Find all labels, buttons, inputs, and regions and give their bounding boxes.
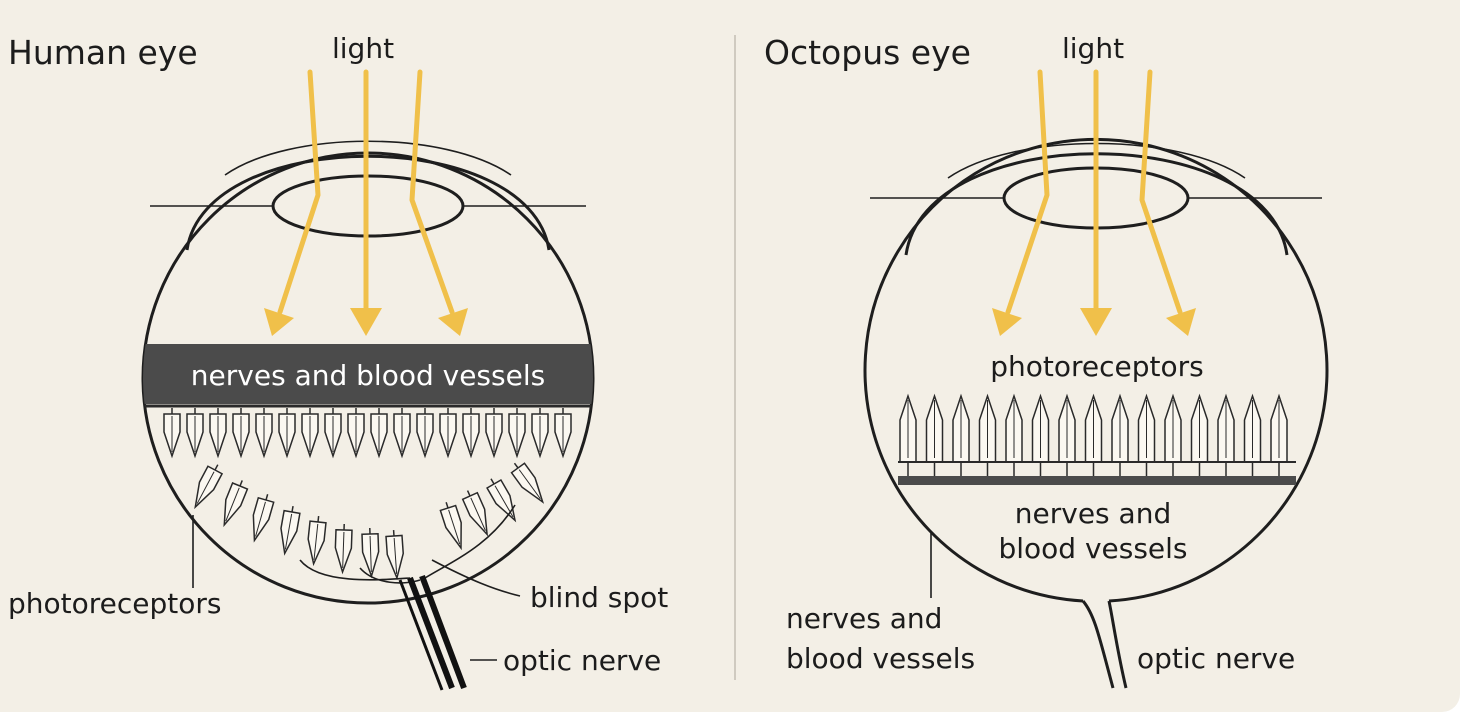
octopus-photoreceptor-cell xyxy=(1164,393,1182,476)
human-photoreceptor-cell xyxy=(510,462,545,504)
human-fiber-mid xyxy=(359,567,421,584)
human-fiber-right xyxy=(424,504,516,579)
human-photoreceptor-cell xyxy=(209,408,227,459)
human-fiber-left xyxy=(299,559,411,581)
human-ray-left xyxy=(277,69,321,315)
octopus-arrowhead-center xyxy=(1080,308,1112,336)
octopus-photoreceptor-row xyxy=(899,393,1288,476)
human-blind-spot-label: blind spot xyxy=(530,581,668,614)
human-photoreceptor-cell xyxy=(393,408,411,459)
octopus-optic-nerve-right xyxy=(1107,600,1128,689)
human-photoreceptor-cell xyxy=(486,478,517,523)
octopus-light-rays xyxy=(992,69,1196,336)
human-photoreceptor-cell xyxy=(280,505,301,556)
octopus-photoreceptor-cell xyxy=(1058,393,1076,476)
human-photoreceptor-cell xyxy=(232,408,250,459)
human-optic-nerve-a xyxy=(407,576,455,690)
human-optic-nerve-c xyxy=(398,579,444,691)
octopus-photoreceptor-cell xyxy=(1217,393,1235,476)
human-photoreceptor-cell xyxy=(385,529,404,581)
octopus-photoreceptor-cell xyxy=(1137,393,1156,476)
human-arrowhead-right xyxy=(438,308,468,336)
octopus-photoreceptors-label: photoreceptors xyxy=(990,350,1204,383)
octopus-photoreceptor-cell xyxy=(1270,393,1288,476)
human-photoreceptor-cell xyxy=(439,408,457,459)
human-photoreceptor-cell xyxy=(370,408,388,459)
octopus-photoreceptor-cell xyxy=(952,393,970,476)
human-eye-title: Human eye xyxy=(8,33,198,72)
octopus-photoreceptor-cell xyxy=(978,393,997,476)
human-nerves-band xyxy=(143,344,593,404)
octopus-optic-nerve-left xyxy=(1081,600,1115,689)
human-photoreceptor-cell xyxy=(301,408,319,459)
human-photoreceptor-cell xyxy=(252,494,275,543)
human-optic-nerve-b xyxy=(419,574,467,690)
octopus-inner-nerves-label-line2: blood vessels xyxy=(998,532,1187,565)
human-eye-panel: Human eye light nerves and blood vessels xyxy=(8,32,668,691)
octopus-light-label: light xyxy=(1062,32,1124,65)
human-arrowhead-center xyxy=(350,308,382,336)
octopus-photoreceptor-cell xyxy=(899,393,917,476)
octopus-photoreceptor-cell xyxy=(1111,393,1129,476)
human-photoreceptor-cell xyxy=(194,464,224,510)
octopus-arrowhead-right xyxy=(1166,308,1196,336)
octopus-eye-panel: Octopus eye light photoreceptors nerves … xyxy=(764,32,1329,689)
human-photoreceptor-cell xyxy=(485,408,503,459)
octopus-photoreceptor-cell xyxy=(1005,393,1023,476)
octopus-nerve-layer xyxy=(898,476,1296,485)
human-photoreceptors-label: photoreceptors xyxy=(8,587,222,620)
human-arrowhead-left xyxy=(264,308,294,336)
octopus-ray-left xyxy=(1005,69,1050,315)
human-nerves-band-label: nerves and blood vessels xyxy=(191,359,545,392)
human-optic-nerve-label: optic nerve xyxy=(503,644,661,677)
octopus-ray-right xyxy=(1139,69,1183,315)
human-photoreceptor-cell xyxy=(223,480,249,528)
octopus-arrowhead-left xyxy=(992,308,1022,336)
human-light-label: light xyxy=(332,32,394,65)
human-photoreceptor-row xyxy=(163,408,572,459)
octopus-optic-nerve-label: optic nerve xyxy=(1137,642,1295,675)
human-photoreceptor-cell xyxy=(278,408,296,459)
human-light-rays xyxy=(264,69,468,336)
octopus-outer-nerves-label-line2: blood vessels xyxy=(786,642,975,675)
human-photoreceptor-cell xyxy=(334,523,353,575)
human-photoreceptor-cell xyxy=(324,408,342,459)
octopus-photoreceptor-cell xyxy=(1084,393,1103,476)
human-photoreceptor-cluster xyxy=(194,462,545,581)
human-photoreceptor-cell xyxy=(163,408,181,459)
human-photoreceptor-cell xyxy=(531,408,549,459)
human-photoreceptor-cell xyxy=(255,408,273,459)
human-ray-right xyxy=(409,69,455,315)
human-photoreceptor-cell xyxy=(439,502,462,551)
octopus-photoreceptor-cell xyxy=(1031,393,1050,476)
human-photoreceptor-cell xyxy=(186,408,204,459)
octopus-outer-nerves-label-line1: nerves and xyxy=(786,602,942,635)
human-photoreceptor-cell xyxy=(461,490,489,537)
human-photoreceptor-cell xyxy=(361,527,380,579)
human-photoreceptor-cell xyxy=(416,408,434,459)
octopus-photoreceptor-cell xyxy=(1190,393,1209,476)
human-blind-spot-leader xyxy=(431,559,521,597)
octopus-photoreceptor-cell xyxy=(925,393,944,476)
human-photoreceptor-cell xyxy=(554,408,572,459)
octopus-inner-nerves-label-line1: nerves and xyxy=(1015,497,1171,530)
octopus-eye-title: Octopus eye xyxy=(764,33,971,72)
octopus-photoreceptor-cell xyxy=(1243,393,1262,476)
human-photoreceptor-cell xyxy=(508,408,526,459)
human-photoreceptor-cell xyxy=(462,408,480,459)
human-photoreceptor-cell xyxy=(347,408,365,459)
human-photoreceptor-cell xyxy=(307,515,327,567)
